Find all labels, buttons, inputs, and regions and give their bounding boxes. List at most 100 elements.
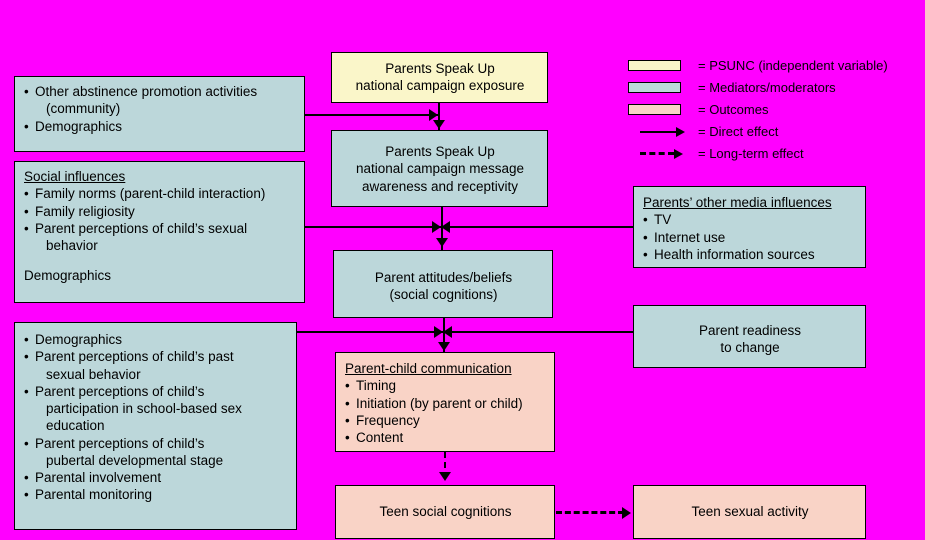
legend-swatch-psunc — [628, 60, 681, 71]
bullet-continuation: (community) — [46, 101, 121, 117]
bullet-text: Family religiosity — [35, 203, 135, 219]
box-line-1: Teen social cognitions — [379, 504, 512, 519]
list-item: TV — [643, 211, 857, 229]
legend-label: = PSUNC (independent variable) — [698, 58, 888, 73]
box-parent-readiness-to-change[interactable]: Parent readiness to change — [633, 305, 866, 368]
arrowhead-teencognitions-to-teensexual — [622, 507, 631, 519]
legend-label: = Direct effect — [698, 124, 779, 139]
bullet-text: Parent perceptions of child’s sexual — [35, 220, 248, 236]
arrowhead-social-to-attitudes — [432, 221, 441, 233]
arrowhead-media-to-attitudes — [441, 221, 450, 233]
bullet-text: Internet use — [654, 229, 726, 245]
box-line-2: (social cognitions) — [389, 287, 498, 303]
bullet-continuation: participation in school-based sex educat… — [46, 401, 242, 434]
list-item: Parental involvement — [24, 469, 288, 487]
box-line-2: national campaign message — [355, 161, 525, 177]
list-item: Family norms (parent-child interaction) — [24, 185, 296, 203]
connector-exposure-to-awareness — [438, 103, 440, 133]
list-item: Content — [345, 429, 546, 447]
arrowhead-readiness-to-communication — [443, 326, 452, 338]
bullet-text: Parent perceptions of child’s past — [35, 349, 234, 365]
bullet-list: Family norms (parent-child interaction) … — [24, 185, 296, 254]
connector-parentfactors-to-communication — [297, 331, 443, 333]
box-line-1: Parents Speak Up — [385, 144, 495, 159]
box-psu-national-campaign-exposure[interactable]: Parents Speak Up national campaign expos… — [331, 52, 548, 103]
arrowhead-abstinence-to-awareness — [429, 109, 438, 121]
box-line-1: Parent attitudes/beliefs — [374, 270, 513, 285]
list-item: Parent perceptions of child’s participat… — [24, 383, 288, 435]
arrowhead-attitudes-to-communication — [438, 342, 450, 351]
bullet-text: Frequency — [356, 412, 420, 428]
bullet-text: Demographics — [35, 118, 123, 134]
bullet-text: Parent perceptions of child’s — [35, 435, 205, 451]
dashed-arrow-icon — [640, 152, 674, 155]
box-line-1: Parent readiness — [698, 323, 802, 338]
connector-media-to-attitudes — [441, 226, 633, 228]
solid-arrow-icon — [640, 131, 680, 133]
arrowhead-awareness-to-attitudes — [436, 238, 448, 247]
box-header: Parent-child communication — [345, 361, 512, 376]
list-item: Parent perceptions of child’s sexual beh… — [24, 220, 296, 255]
bullet-text: Other abstinence promotion activities — [35, 84, 258, 99]
bullet-list: Other abstinence promotion activities (c… — [24, 83, 296, 135]
bullet-continuation: pubertal developmental stage — [46, 452, 224, 468]
arrowhead-parentfactors-to-communication — [434, 326, 443, 338]
bullet-text: Demographics — [35, 332, 123, 347]
list-item: Demographics — [24, 331, 288, 349]
arrowhead-icon — [676, 127, 685, 137]
bullet-text: Parental involvement — [35, 470, 162, 486]
bullet-text: Family norms (parent-child interaction) — [35, 186, 266, 202]
box-line-1: Teen sexual activity — [691, 504, 809, 519]
box-plain-text: Demographics — [24, 268, 112, 284]
bullet-text: TV — [654, 212, 672, 228]
box-line-1: Parents Speak Up — [385, 61, 495, 76]
list-item: Parent perceptions of child’s past sexua… — [24, 348, 288, 383]
box-teen-social-cognitions[interactable]: Teen social cognitions — [335, 485, 555, 539]
box-parent-factors[interactable]: Demographics Parent perceptions of child… — [14, 322, 297, 530]
bullet-text: Timing — [356, 378, 397, 394]
bullet-list: Demographics Parent perceptions of child… — [24, 331, 288, 504]
arrowhead-communication-to-teencognitions — [439, 472, 451, 481]
list-item: Parental monitoring — [24, 486, 288, 504]
box-parent-child-communication[interactable]: Parent-child communication Timing Initia… — [335, 352, 555, 452]
box-header: Parents’ other media influences — [643, 195, 832, 210]
connector-social-to-attitudes — [305, 226, 441, 228]
spacer — [24, 254, 296, 267]
box-other-abstinence-activities[interactable]: Other abstinence promotion activities (c… — [14, 76, 305, 152]
list-item: Initiation (by parent or child) — [345, 395, 546, 413]
box-parent-attitudes-beliefs[interactable]: Parent attitudes/beliefs (social cogniti… — [333, 250, 553, 318]
list-item: Family religiosity — [24, 203, 296, 221]
legend-label: = Long-term effect — [698, 146, 804, 161]
arrowhead-icon — [674, 149, 683, 159]
legend-swatch-outcomes — [628, 104, 681, 115]
box-line-2: to change — [720, 340, 780, 356]
connector-communication-to-teencognitions — [444, 452, 446, 478]
connector-teencognitions-to-teensexual — [556, 511, 624, 514]
list-item: Health information sources — [643, 246, 857, 264]
box-header: Social influences — [24, 169, 126, 184]
box-psu-campaign-awareness-receptivity[interactable]: Parents Speak Up national campaign messa… — [331, 130, 548, 207]
list-item: Other abstinence promotion activities (c… — [24, 83, 296, 118]
box-teen-sexual-activity[interactable]: Teen sexual activity — [633, 485, 866, 539]
list-item: Parent perceptions of child’s pubertal d… — [24, 435, 288, 470]
arrowhead-exposure-to-awareness — [433, 120, 445, 129]
bullet-list: TV Internet use Health information sourc… — [643, 211, 857, 263]
legend-label: = Outcomes — [698, 102, 769, 117]
box-social-influences[interactable]: Social influences Family norms (parent-c… — [14, 161, 305, 303]
list-item: Frequency — [345, 412, 546, 430]
list-item: Timing — [345, 377, 546, 395]
bullet-continuation: sexual behavior — [46, 366, 141, 382]
bullet-text: Parental monitoring — [35, 487, 153, 503]
connector-readiness-to-communication — [443, 331, 633, 333]
list-item: Demographics — [24, 118, 296, 136]
bullet-list: Timing Initiation (by parent or child) F… — [345, 377, 546, 446]
legend-label: = Mediators/moderators — [698, 80, 836, 95]
bullet-text: Health information sources — [654, 246, 815, 262]
connector-abstinence-to-awareness — [305, 114, 438, 116]
box-parents-other-media-influences[interactable]: Parents’ other media influences TV Inter… — [633, 186, 866, 268]
list-item: Internet use — [643, 229, 857, 247]
box-line-2: national campaign exposure — [355, 78, 525, 94]
bullet-text: Content — [356, 430, 404, 446]
bullet-text: Initiation (by parent or child) — [356, 395, 523, 411]
